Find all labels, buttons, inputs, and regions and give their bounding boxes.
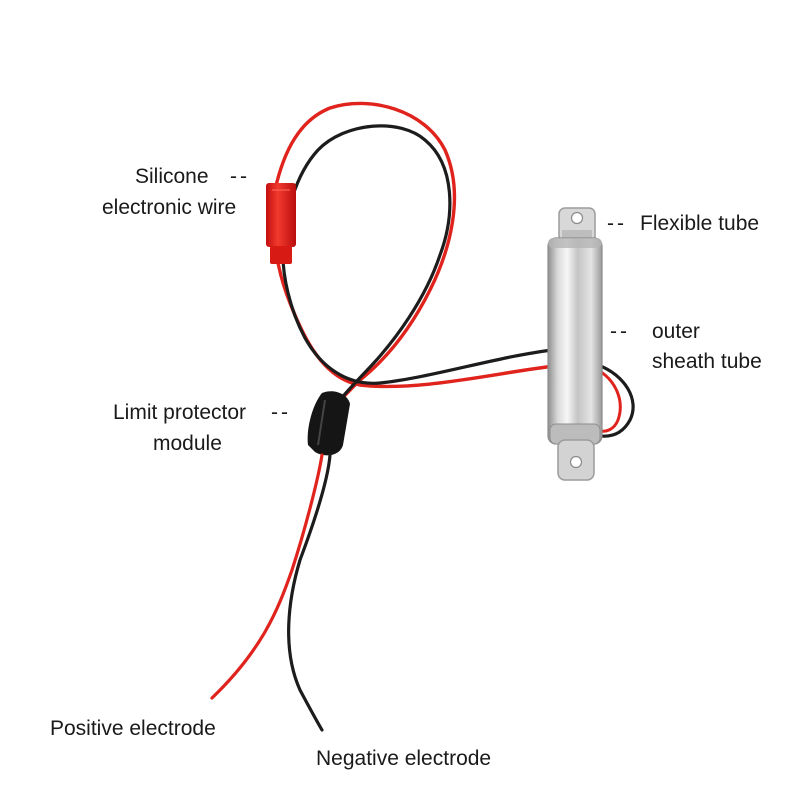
negative-electrode-label: Negative electrode — [316, 747, 492, 770]
positive-electrode-label: Positive electrode — [50, 717, 216, 740]
red-wire-right-loop — [597, 368, 622, 433]
limit-protector-leader: -- — [271, 401, 291, 424]
outer-sheath-tube — [547, 237, 603, 445]
outer-sheath-label-line1: outer — [652, 320, 700, 343]
red-connector — [266, 183, 296, 264]
outer-sheath-leader: -- — [610, 320, 630, 343]
limit-protector-label-line1: Limit protector — [113, 401, 247, 424]
flexible-tube-leader: -- — [607, 212, 627, 235]
outer-sheath-label-line2: sheath tube — [652, 350, 762, 373]
black-wire-right-loop — [597, 363, 635, 438]
black-wire-loop — [281, 124, 555, 402]
flexible-tube-label: Flexible tube — [640, 212, 760, 235]
bottom-mount-tab — [557, 439, 595, 481]
red-wire-loop — [271, 101, 557, 414]
flexible-tube-tab — [558, 207, 596, 243]
negative-lead — [287, 453, 332, 732]
positive-lead — [210, 453, 324, 700]
silicone-wire-label-line1: Silicone — [135, 165, 209, 188]
silicone-wire-leader: -- — [230, 165, 250, 188]
silicone-wire-label-line2: electronic wire — [102, 196, 237, 219]
limit-protector-module — [307, 391, 350, 456]
limit-protector-label-line2: module — [153, 432, 222, 455]
